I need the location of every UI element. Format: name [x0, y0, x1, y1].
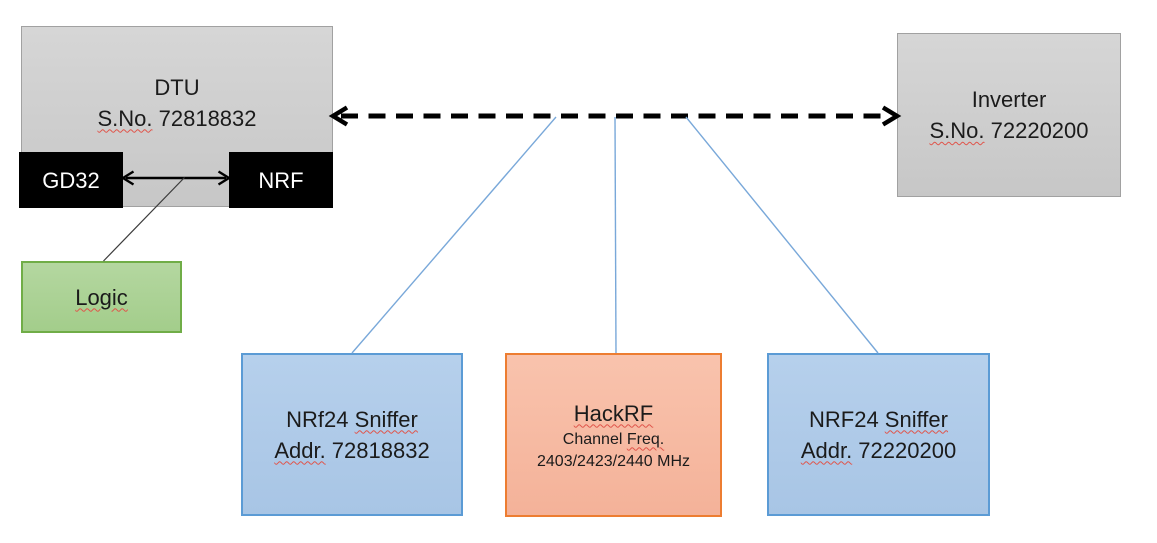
dtu-title: DTU	[154, 74, 200, 100]
logic-label: Logic	[75, 284, 128, 310]
sniffer-right-title: NRF24 Sniffer	[809, 406, 948, 432]
hackrf-frequencies: 2403/2423/2440 MHz	[537, 452, 690, 470]
inverter-node: Inverter S.No. 72220200	[897, 33, 1121, 197]
nrf-label: NRF	[258, 167, 304, 193]
sniffer-left-title: NRf24 Sniffer	[286, 406, 418, 432]
dtu-inverter-dashed-arrow	[328, 105, 902, 127]
connector-hackrf	[614, 116, 617, 354]
inverter-title: Inverter	[971, 87, 1047, 112]
dashed-arrowhead-right	[881, 105, 902, 127]
inverter-serial-value: 72220200	[984, 118, 1089, 143]
dtu-serial-value: 72818832	[152, 105, 257, 131]
logic-node: Logic	[21, 261, 182, 333]
sniffer-right-node: NRF24 Sniffer Addr. 72220200	[767, 353, 990, 516]
dashed-arrowhead-left	[328, 105, 349, 127]
connector-sniffer-right	[685, 116, 879, 354]
hackrf-title: HackRF	[573, 400, 654, 426]
sniffer-left-node: NRf24 Sniffer Addr. 72818832	[241, 353, 463, 516]
hackrf-node: HackRF Channel Freq. 2403/2423/2440 MHz	[505, 353, 722, 517]
dtu-serial-label: S.No.	[97, 105, 153, 131]
sniffer-right-address: Addr. 72220200	[800, 437, 957, 463]
hackrf-channel-freq: Channel Freq.	[562, 430, 665, 448]
inverter-serial-label: S.No.	[929, 118, 985, 143]
dtu-serial: S.No. 72818832	[97, 103, 256, 134]
gd32-chip: GD32	[19, 152, 123, 208]
connector-sniffer-left	[351, 116, 557, 354]
inverter-serial: S.No. 72220200	[929, 115, 1088, 146]
nrf-chip: NRF	[229, 152, 333, 208]
sniffer-left-address: Addr. 72818832	[274, 437, 430, 463]
gd32-label: GD32	[42, 167, 100, 193]
